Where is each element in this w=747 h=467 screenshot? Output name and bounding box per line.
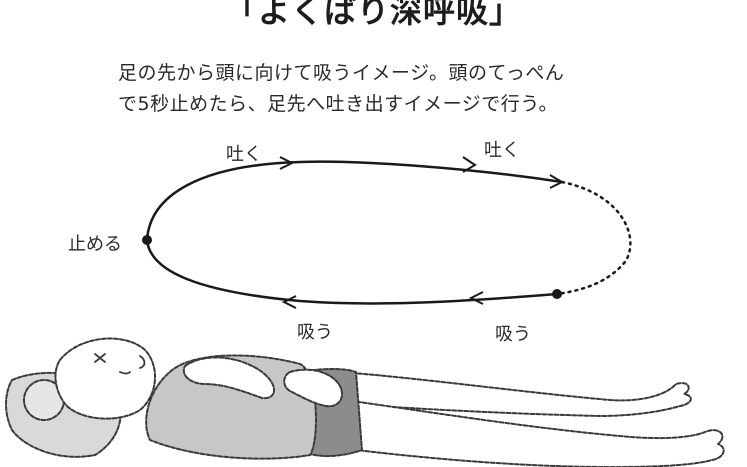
figure-shirt bbox=[145, 354, 317, 460]
figure-head bbox=[54, 337, 157, 420]
label-hold: 止める bbox=[68, 234, 122, 255]
figure-leg-front bbox=[339, 399, 725, 467]
arrow-left-icon bbox=[281, 295, 297, 309]
arrow-right-icon bbox=[462, 156, 477, 173]
figure-arm-lower bbox=[283, 368, 344, 408]
arrow-right-icon bbox=[279, 156, 295, 170]
reclining-person-figure bbox=[5, 337, 725, 467]
figure-face bbox=[94, 353, 146, 375]
description: 足の先から頭に向けて吸うイメージ。頭のてっぺん で5秒止めたら、足先へ吐き出すイ… bbox=[118, 58, 678, 120]
arrow-right-icon bbox=[549, 174, 565, 189]
figure-mouth bbox=[119, 371, 131, 375]
figure-arm-upper bbox=[182, 356, 275, 400]
figure-nose bbox=[139, 355, 146, 369]
arrow-left-icon bbox=[468, 291, 484, 305]
cycle-loop-dotted bbox=[555, 180, 632, 296]
description-line-2: で5秒止めたら、足先へ吐き出すイメージで行う。 bbox=[118, 93, 559, 115]
inhale-start-dot bbox=[552, 289, 562, 299]
closed-eye-icon bbox=[94, 353, 106, 363]
cycle-loop-solid bbox=[145, 160, 563, 305]
description-line-1: 足の先から頭に向けて吸うイメージ。頭のてっぺん bbox=[118, 62, 565, 84]
label-exhale-right: 吐く bbox=[484, 140, 520, 161]
label-inhale-left: 吸う bbox=[297, 322, 333, 343]
figure-leg-back bbox=[339, 371, 692, 417]
hold-point-dot bbox=[142, 235, 152, 245]
breathing-cycle-diagram bbox=[142, 156, 632, 309]
page-title: 「よくばり深呼吸」 bbox=[224, 0, 522, 30]
label-inhale-right: 吸う bbox=[495, 324, 531, 345]
label-exhale-left: 吐く bbox=[226, 144, 262, 165]
